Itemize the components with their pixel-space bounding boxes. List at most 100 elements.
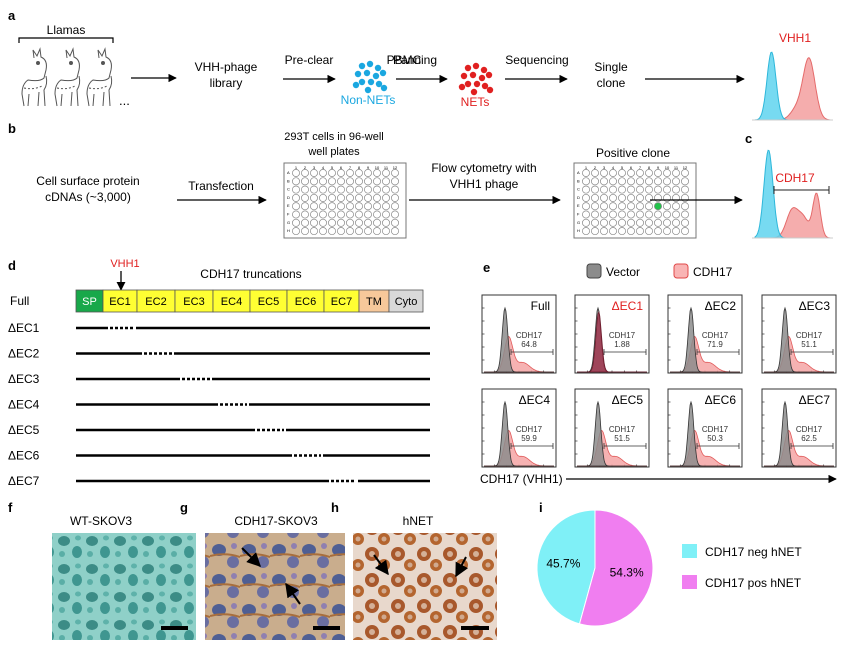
flow-panel-title: ΔEC2 [705, 299, 737, 313]
flow-panel-title: ΔEC3 [799, 299, 831, 313]
well [627, 227, 635, 236]
well [337, 218, 345, 227]
flow-panel-frame [574, 294, 650, 374]
well [609, 169, 617, 177]
full-row-label: Full [10, 294, 29, 308]
well [672, 210, 680, 219]
well [310, 193, 318, 202]
non-net-cell [380, 84, 388, 92]
well [346, 185, 354, 194]
domain-label-ec7: EC7 [331, 296, 352, 308]
net-cell [485, 71, 493, 79]
plate-row-label: H [577, 228, 580, 233]
well [600, 218, 608, 227]
well [373, 227, 381, 236]
plate-row-label: A [577, 170, 580, 175]
well [346, 169, 354, 177]
non-net-cell [358, 78, 366, 86]
well [654, 169, 662, 177]
plate-row-label: D [577, 195, 580, 200]
domain-label-ec1: EC1 [109, 296, 130, 308]
non-net-cell [366, 60, 374, 68]
flow-gate-value: 64.8 [521, 340, 537, 349]
well [373, 202, 381, 211]
well [292, 202, 300, 211]
flow-gate-value: 59.9 [521, 434, 537, 443]
well [292, 193, 300, 202]
llama-outline [21, 47, 48, 107]
well [373, 193, 381, 202]
panel-h-title: hNET [403, 514, 434, 528]
well [645, 227, 653, 236]
preclear-label: Pre-clear [285, 53, 334, 67]
well [364, 210, 372, 219]
well [609, 210, 617, 219]
llama-ellipsis: ... [119, 93, 130, 108]
well [382, 169, 390, 177]
net-cell [478, 74, 486, 82]
flow-axis-label: CDH17 (VHH1) [480, 472, 563, 486]
well [319, 227, 327, 236]
positive-well [654, 202, 662, 211]
well [663, 210, 671, 219]
flow-panel-title: ΔEC1 [612, 299, 644, 313]
net-cell [458, 83, 466, 91]
well [319, 218, 327, 227]
net-cell [464, 64, 472, 72]
well [337, 227, 345, 236]
plate-col-label: 11 [384, 165, 389, 170]
llama-icon [86, 47, 113, 107]
well [355, 210, 363, 219]
net-cell [460, 72, 468, 80]
well [301, 193, 309, 202]
plate-col-label: 5 [331, 165, 334, 170]
well [292, 177, 300, 186]
well [328, 202, 336, 211]
well [391, 177, 399, 186]
plate-row-label: C [287, 187, 290, 192]
non-net-cell [352, 81, 360, 89]
pie-chart: 45.7%54.3% [536, 509, 654, 627]
well [681, 227, 689, 236]
well [301, 169, 309, 177]
well [627, 218, 635, 227]
llama-outline [54, 47, 81, 107]
plate-row-label: B [577, 178, 580, 183]
well [319, 185, 327, 194]
llama-fur [23, 85, 43, 90]
flow-panel-frame [761, 388, 837, 468]
vhh1-label: VHH1 [779, 31, 811, 45]
plate-col-label: 7 [349, 165, 352, 170]
well [636, 227, 644, 236]
net-cell [469, 71, 477, 79]
well [382, 193, 390, 202]
positive-clone-label: Positive clone [596, 146, 670, 160]
well [591, 227, 599, 236]
plate-title-1: 293T cells in 96-well [284, 131, 383, 143]
well [337, 202, 345, 211]
well [373, 218, 381, 227]
plate-col-label: 1 [295, 165, 298, 170]
well [382, 185, 390, 194]
well [292, 227, 300, 236]
flow-gate-label: CDH17 [796, 425, 823, 434]
flow-gate-value: 71.9 [707, 340, 723, 349]
non-net-cell [375, 80, 383, 88]
well [654, 185, 662, 194]
plate-col-label: 6 [340, 165, 343, 170]
cdnas-label-1: Cell surface protein [36, 174, 139, 188]
vector-histogram-peak [484, 400, 554, 467]
panel-a: Llamas ... VHH-phage library Pre-clear N… [18, 23, 833, 121]
flow-gate-label: CDH17 [796, 331, 823, 340]
pie-slice-pos [578, 509, 654, 627]
llamas-label: Llamas [47, 23, 86, 37]
well [382, 177, 390, 186]
truncation-label: ΔEC5 [8, 423, 40, 437]
well [346, 193, 354, 202]
